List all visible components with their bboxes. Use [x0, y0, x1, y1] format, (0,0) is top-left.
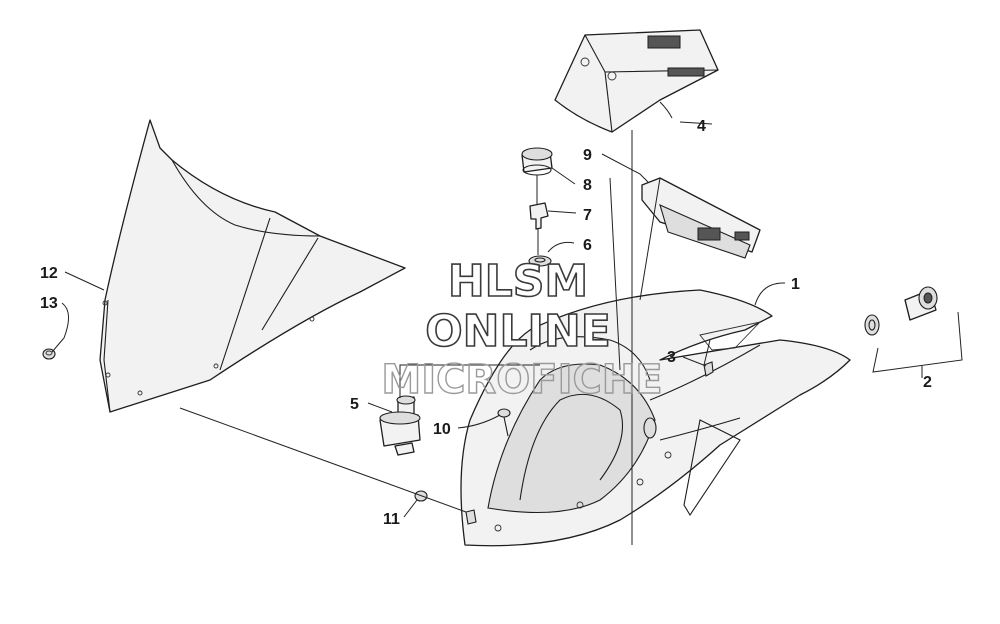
callout-labels: 1 2 3 4 5 6 7 8 9 10 11 12 13: [40, 118, 932, 528]
watermark-line-3: MICROFICHE: [381, 357, 662, 403]
callout-12: 12: [40, 265, 58, 282]
callout-4: 4: [697, 118, 706, 135]
callout-8: 8: [583, 177, 592, 194]
watermark-line-1: HLSM: [448, 256, 588, 307]
callout-11: 11: [383, 511, 400, 528]
callout-2: 2: [923, 374, 932, 391]
hood-part-1: [460, 289, 851, 547]
callout-10: 10: [433, 421, 451, 438]
key-part-7: [529, 202, 549, 230]
watermark-line-2: ONLINE: [425, 306, 611, 357]
windshield-part-12: [99, 119, 406, 413]
ring-part-6: [528, 255, 552, 267]
key-cap-part-8: [521, 147, 553, 176]
callout-1: 1: [791, 276, 800, 293]
gauge-module-part-9: [641, 177, 761, 259]
callout-9: 9: [583, 147, 592, 164]
console-cover-part-4: [554, 29, 719, 133]
ignition-switch-part-5: [379, 395, 421, 456]
screw-part-10: [497, 408, 511, 437]
callout-13: 13: [40, 295, 58, 312]
callout-7: 7: [583, 207, 592, 224]
assembly-lines: [179, 130, 711, 545]
socket-part-2: [864, 286, 938, 336]
callout-5: 5: [350, 396, 359, 413]
callout-6: 6: [583, 237, 592, 254]
callout-leaders: [51, 101, 963, 518]
screw-part-3: [703, 361, 714, 377]
watermark: HLSM ONLINE MICROFICHE: [381, 255, 664, 404]
callout-3: 3: [667, 349, 676, 366]
